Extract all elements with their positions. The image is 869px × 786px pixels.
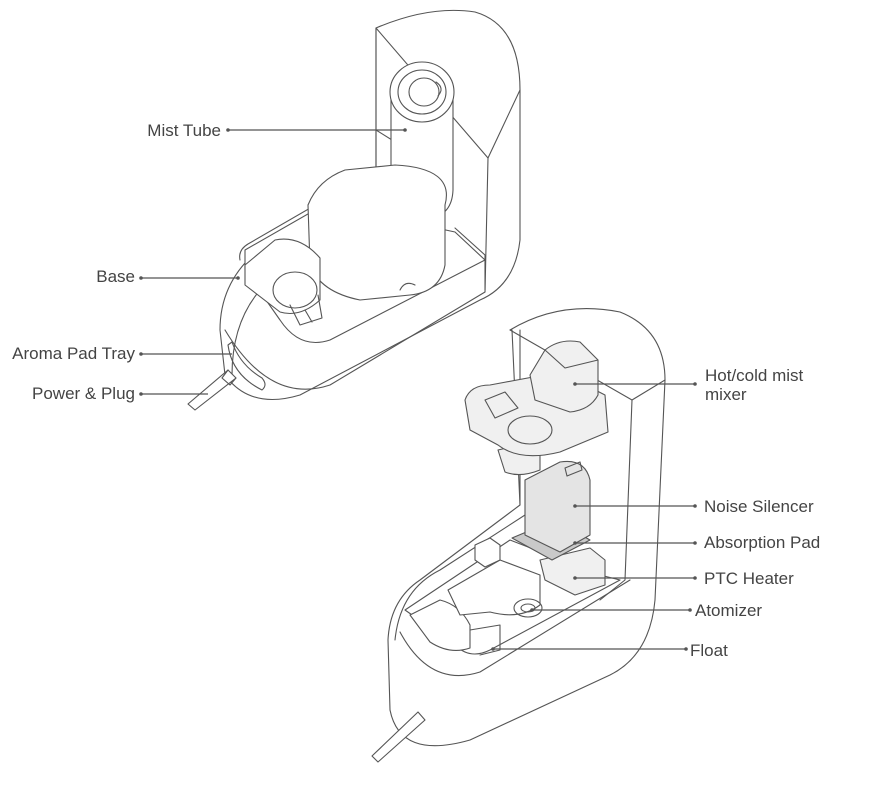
- label-power-plug: Power & Plug: [32, 384, 208, 403]
- svg-text:Float: Float: [690, 641, 728, 660]
- label-absorption-pad: Absorption Pad: [573, 533, 820, 552]
- svg-text:Mist Tube: Mist Tube: [147, 121, 221, 140]
- svg-text:Power & Plug: Power & Plug: [32, 384, 135, 403]
- svg-text:PTC Heater: PTC Heater: [704, 569, 794, 588]
- label-float: Float: [491, 641, 728, 660]
- label-mist-tube: Mist Tube: [147, 121, 407, 140]
- aroma-pad-tray-slot: [227, 341, 266, 391]
- svg-text:Hot/cold mist: Hot/cold mist: [705, 366, 804, 385]
- noise-silencer-part: [524, 460, 591, 553]
- label-aroma-pad-tray: Aroma Pad Tray: [12, 344, 232, 363]
- label-mist-mixer: Hot/cold mist mixer: [573, 366, 804, 404]
- assembled-unit: [187, 9, 521, 411]
- label-ptc-heater: PTC Heater: [573, 569, 794, 588]
- svg-text:Base: Base: [96, 267, 135, 286]
- svg-text:Atomizer: Atomizer: [695, 601, 762, 620]
- svg-text:Absorption Pad: Absorption Pad: [704, 533, 820, 552]
- svg-text:Noise Silencer: Noise Silencer: [704, 497, 814, 516]
- label-atomizer: Atomizer: [530, 601, 762, 620]
- cutaway-unit: [371, 308, 666, 763]
- label-base: Base: [96, 267, 240, 286]
- atomizer-part: [513, 598, 543, 618]
- svg-text:mixer: mixer: [705, 385, 747, 404]
- ptc-heater-part: [539, 547, 606, 596]
- power-cord: [187, 369, 237, 411]
- svg-text:Aroma Pad Tray: Aroma Pad Tray: [12, 344, 135, 363]
- label-noise-silencer: Noise Silencer: [573, 497, 814, 516]
- cutaway-power-cord: [371, 711, 426, 763]
- reservoir: [307, 164, 447, 301]
- mist-mixer-part: [529, 340, 599, 413]
